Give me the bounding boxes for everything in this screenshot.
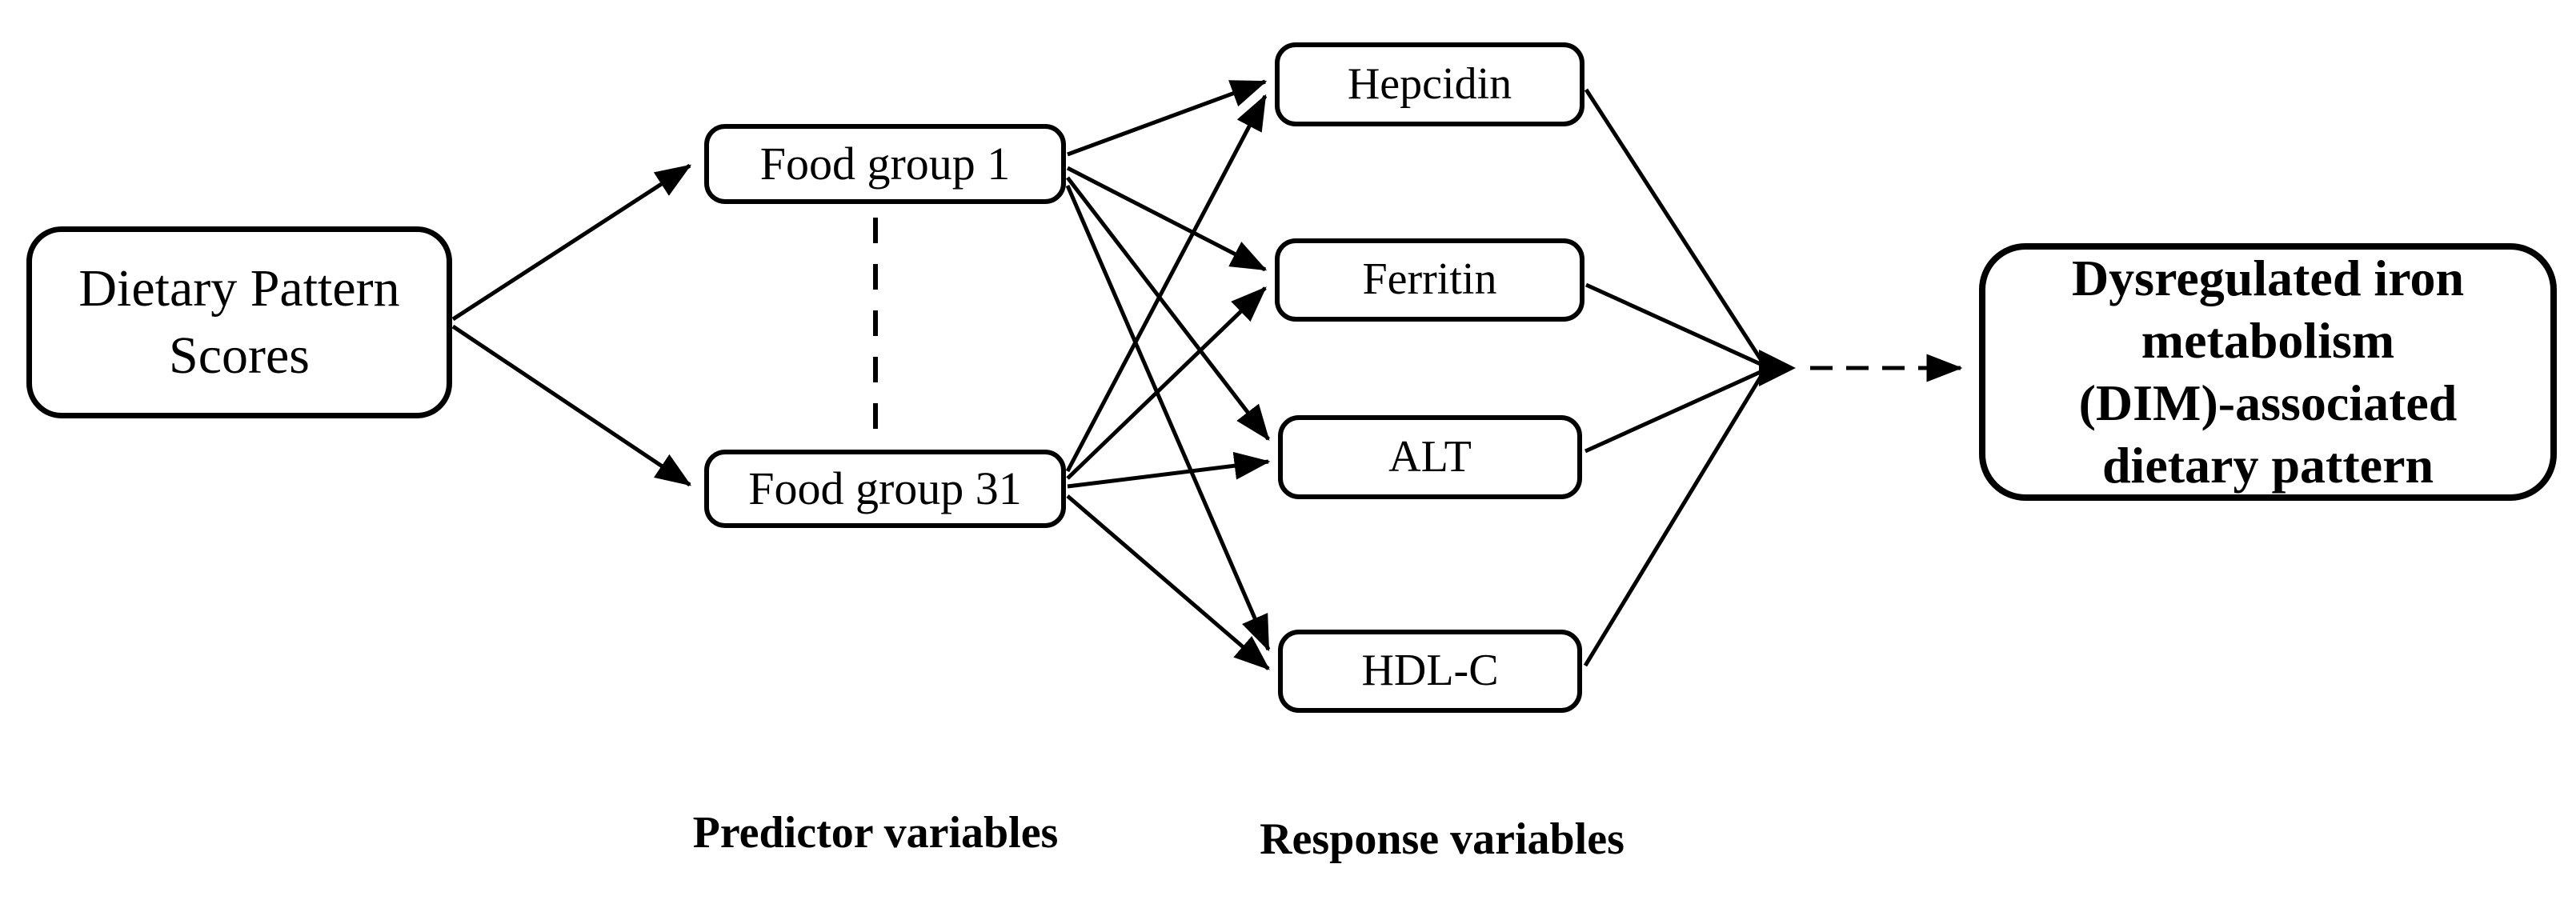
edge-hdlc-to-convergence [1583,373,1765,667]
edge-foodgroup1-to-alt [1066,176,1270,441]
caption-response-variables: Response variables [1260,814,1625,864]
caption-predictor-variables: Predictor variables [692,808,1059,858]
node-hepcidin-label: Hepcidin [1347,58,1512,109]
node-hdl-c: HDL-C [1278,630,1582,713]
node-dim-label-line2: metabolism [2141,312,2395,369]
edge-foodgroup1-to-hdlc [1065,185,1271,652]
edge-foodgroup31-to-ferritin [1066,286,1267,480]
node-dietary-pattern-scores: Dietary Pattern Scores [26,226,452,418]
edge-foodgroup31-to-hepcidin [1065,94,1268,473]
node-alt-label: ALT [1388,431,1472,482]
node-food-group-1: Food group 1 [704,124,1066,204]
convergence-arrowhead [1759,350,1796,386]
node-dim-associated-dietary-pattern: Dysregulated iron metabolism (DIM)-assoc… [1979,243,2557,501]
node-alt: ALT [1278,415,1582,499]
node-ferritin: Ferritin [1275,238,1584,322]
edge-alt-to-convergence [1584,369,1764,454]
node-hepcidin: Hepcidin [1275,42,1584,126]
edge-foodgroup31-to-hdlc [1066,494,1270,670]
node-dim-label-line4: dietary pattern [2101,437,2434,494]
edge-hepcidin-to-convergence [1584,88,1765,363]
node-dietary-label-line2: Scores [169,326,310,385]
node-food-group-31: Food group 31 [704,450,1066,528]
node-ferritin-label: Ferritin [1362,254,1497,305]
node-food-group-1-label: Food group 1 [759,138,1011,190]
edge-dietary-to-foodgroup31 [451,324,692,487]
node-food-group-31-label: Food group 31 [748,462,1022,515]
node-hdl-c-label: HDL-C [1361,646,1499,696]
edge-foodgroup1-to-hepcidin [1067,79,1268,157]
edge-foodgroup1-to-ferritin [1066,166,1268,272]
node-dim-label-line1: Dysregulated iron [2071,250,2465,306]
edge-ferritin-to-convergence [1584,282,1764,367]
node-dietary-label-line1: Dietary Pattern [78,259,400,318]
node-dim-label-line3: (DIM)-associated [2078,374,2458,431]
edge-foodgroup31-to-alt [1067,451,1271,489]
edge-dietary-to-foodgroup1 [451,163,692,322]
